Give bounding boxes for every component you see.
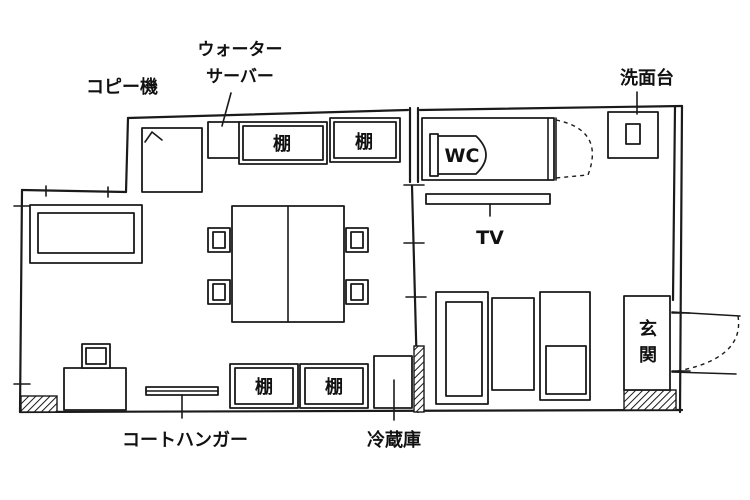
wc-door-frame [547,117,557,181]
water-server [207,121,241,159]
coffee-table [491,297,535,391]
water-server-label-line2: サーバー [206,67,274,87]
washbasin-bowl [625,123,641,145]
tv-unit [425,193,551,205]
wc-label: WC [445,145,480,167]
wall-hatch-left [20,395,58,413]
sofa-right-left-seat [445,301,483,397]
copier-label: コピー機 [86,76,158,98]
shelf-bottom-2-label: 棚 [325,376,343,398]
shelf-top-2-label: 棚 [355,131,373,153]
monitor-screen [85,347,107,365]
sofa-left-seat [37,212,135,254]
shelf-bottom-1-label: 棚 [255,376,273,398]
fridge-label: 冷蔵庫 [367,429,421,451]
wc-bowl [435,135,487,175]
wc-tank [429,133,439,177]
water-server-leader [221,92,232,127]
shelf-top-1-inner [242,125,324,161]
entrance-label-line1: 玄 [639,318,657,340]
entrance-label-line2: 関 [639,345,657,366]
shelf-bottom-1-inner [234,367,294,405]
shelf-bottom-2-inner [304,367,364,405]
coat-hanger-label: コートハンガー [122,430,248,451]
entrance-door-frame [671,311,741,375]
shelf-top-2-inner [333,121,397,159]
copier-pointer [144,131,163,143]
wall-hatch-partition [413,345,425,413]
chair-left-top-inner [212,231,226,249]
fridge [373,355,413,409]
desk [63,367,127,411]
water-server-label-line1: ウォーター [198,40,283,60]
copier [141,127,203,193]
chair-right-bottom-inner [350,283,364,301]
chair-left-bottom-inner [212,283,226,301]
entrance-door-swing [671,315,740,373]
entrance-area [623,295,671,391]
washbasin-label: 洗面台 [620,67,674,89]
coat-hanger [145,386,219,419]
wc-door-swing [555,119,593,179]
wall-hatch-entrance [623,389,677,411]
tv-label: TV [476,227,504,249]
shelf-top-1-label: 棚 [273,133,291,155]
chair-right-top-inner [350,231,364,249]
sofa-right-right-seat [545,345,587,395]
